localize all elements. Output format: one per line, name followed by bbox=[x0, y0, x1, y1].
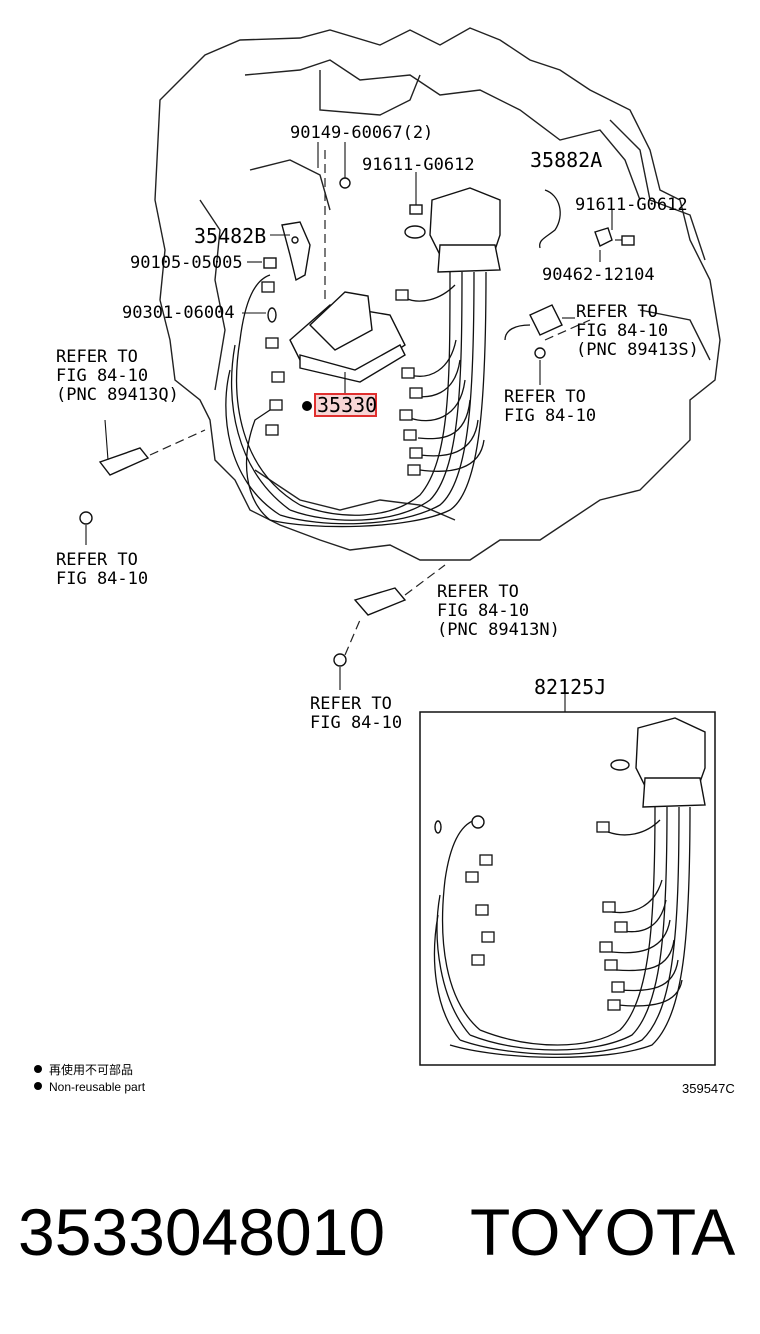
label-nut-90105[interactable]: 90105-05005 bbox=[130, 253, 243, 273]
footer-part-number: 3533048010 bbox=[18, 1195, 385, 1269]
refer-left-bolt-line1[interactable]: REFER TO bbox=[56, 550, 138, 570]
bolt-icon bbox=[615, 235, 635, 246]
legend-en: Non-reusable part bbox=[49, 1080, 146, 1094]
refer-right-top-line3[interactable]: (PNC 89413S) bbox=[576, 340, 699, 360]
sensor-89413q-icon bbox=[79, 419, 150, 545]
label-ring-90301[interactable]: 90301-06004 bbox=[122, 303, 235, 323]
clamp-35882a bbox=[539, 189, 613, 249]
label-bolt-90149[interactable]: 90149-60067(2) bbox=[290, 123, 433, 143]
refer-mid-bolt-line2[interactable]: FIG 84-10 bbox=[310, 713, 402, 733]
highlight-35330[interactable]: 35330 bbox=[302, 393, 377, 417]
label-bracket-90462[interactable]: 90462-12104 bbox=[542, 265, 655, 285]
highlight-box bbox=[314, 393, 377, 417]
sensor-89413s-icon bbox=[504, 304, 575, 385]
bolt-icon bbox=[339, 170, 351, 189]
refer-left-line3[interactable]: (PNC 89413Q) bbox=[56, 385, 179, 405]
nut-icon bbox=[263, 257, 277, 269]
refer-right-top-line1[interactable]: REFER TO bbox=[576, 302, 658, 322]
refer-mid-line3[interactable]: (PNC 89413N) bbox=[437, 620, 560, 640]
refer-right-bolt-line2[interactable]: FIG 84-10 bbox=[504, 406, 596, 426]
inset-82125j bbox=[419, 711, 716, 1066]
o-ring-icon bbox=[267, 307, 277, 323]
legend: 再使用不可部品 Non-reusable part bbox=[34, 1062, 146, 1094]
refer-mid-bolt-line1[interactable]: REFER TO bbox=[310, 694, 392, 714]
non-reusable-dot-icon bbox=[34, 1082, 42, 1090]
refer-mid-line2[interactable]: FIG 84-10 bbox=[437, 601, 529, 621]
legend-zh: 再使用不可部品 bbox=[49, 1062, 133, 1077]
refer-mid-line1[interactable]: REFER TO bbox=[437, 582, 519, 602]
label-bracket-35482b[interactable]: 35482B bbox=[194, 224, 266, 248]
non-reusable-dot-icon bbox=[34, 1065, 42, 1073]
label-clamp-35882a[interactable]: 35882A bbox=[530, 148, 602, 172]
refer-left-line2[interactable]: FIG 84-10 bbox=[56, 366, 148, 386]
sensor-89413n-icon bbox=[333, 587, 407, 690]
footer-brand: TOYOTA bbox=[470, 1195, 735, 1269]
label-inset-82125j[interactable]: 82125J bbox=[534, 675, 606, 699]
connector-icon bbox=[261, 281, 423, 476]
refer-right-top-line2[interactable]: FIG 84-10 bbox=[576, 321, 668, 341]
label-main-part-35330[interactable]: 35330 bbox=[317, 393, 377, 417]
non-reusable-dot-icon bbox=[302, 401, 312, 411]
label-bolt-91611-a[interactable]: 91611-G0612 bbox=[362, 155, 475, 175]
engine-outline bbox=[154, 27, 721, 561]
bolt-icon bbox=[409, 190, 423, 215]
refer-left-line1[interactable]: REFER TO bbox=[56, 347, 138, 367]
refer-left-bolt-line2[interactable]: FIG 84-10 bbox=[56, 569, 148, 589]
wire-harness bbox=[225, 187, 501, 528]
refer-right-bolt-line1[interactable]: REFER TO bbox=[504, 387, 586, 407]
leader-lines bbox=[242, 142, 613, 712]
label-bolt-91611-b[interactable]: 91611-G0612 bbox=[575, 195, 688, 215]
bracket-35482b bbox=[281, 221, 311, 282]
diagram-code: 359547C bbox=[682, 1081, 735, 1096]
dashed-ref-lines bbox=[149, 150, 591, 596]
igniter-part-35330[interactable] bbox=[289, 291, 406, 395]
